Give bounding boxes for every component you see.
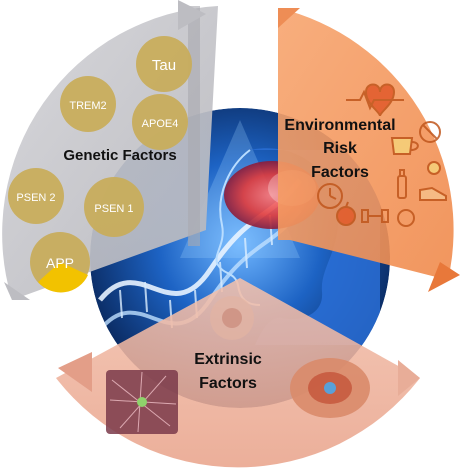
factor-circle-tau: Tau [136,36,192,92]
factor-circle-trem2: TREM2 [60,76,116,132]
apple-icon [336,201,356,226]
environmental-arrow-head [428,262,460,292]
no-sign-icon [419,121,441,143]
factor-label-psen1: PSEN 1 [94,203,133,215]
extrinsic-title-line-1: Extrinsic [194,351,262,368]
factor-circle-psen2: PSEN 2 [8,168,64,224]
extrinsic-arrow-head [58,352,92,392]
pill-icon [397,161,441,227]
factor-circle-psen1: PSEN 1 [84,177,144,237]
factor-label-trem2: TREM2 [69,100,106,112]
brain-image [290,358,370,418]
factor-label-app: APP [46,255,74,271]
clock-icon [317,183,343,209]
cell-image [210,296,254,340]
factor-circle-apoe4: APOE4 [132,94,188,150]
factor-label-tau: Tau [152,57,176,74]
genetic-factor-circles: Tau TREM2 APOE4 PSEN 2 PSEN 1 APP [8,36,192,293]
neuron-image [106,370,178,434]
dumbbell-icon [361,209,389,223]
extrinsic-title-line-2: Factors [199,375,257,392]
factor-circle-app: APP [30,232,90,293]
environmental-title-line-2: Risk [323,140,357,157]
environmental-icons [317,83,447,227]
environmental-title-line-3: Factors [311,164,369,181]
factor-label-apoe4: APOE4 [142,118,179,130]
environmental-title-line-1: Environmental [284,117,395,134]
coffee-cup-icon [390,137,419,155]
genetic-arrow-head [178,0,206,30]
bottle-icon [397,169,407,199]
genetic-factors-title: Genetic Factors [63,147,176,164]
heart-rate-icon [346,83,404,117]
factor-label-psen2: PSEN 2 [16,192,55,204]
shoe-icon [419,186,447,201]
